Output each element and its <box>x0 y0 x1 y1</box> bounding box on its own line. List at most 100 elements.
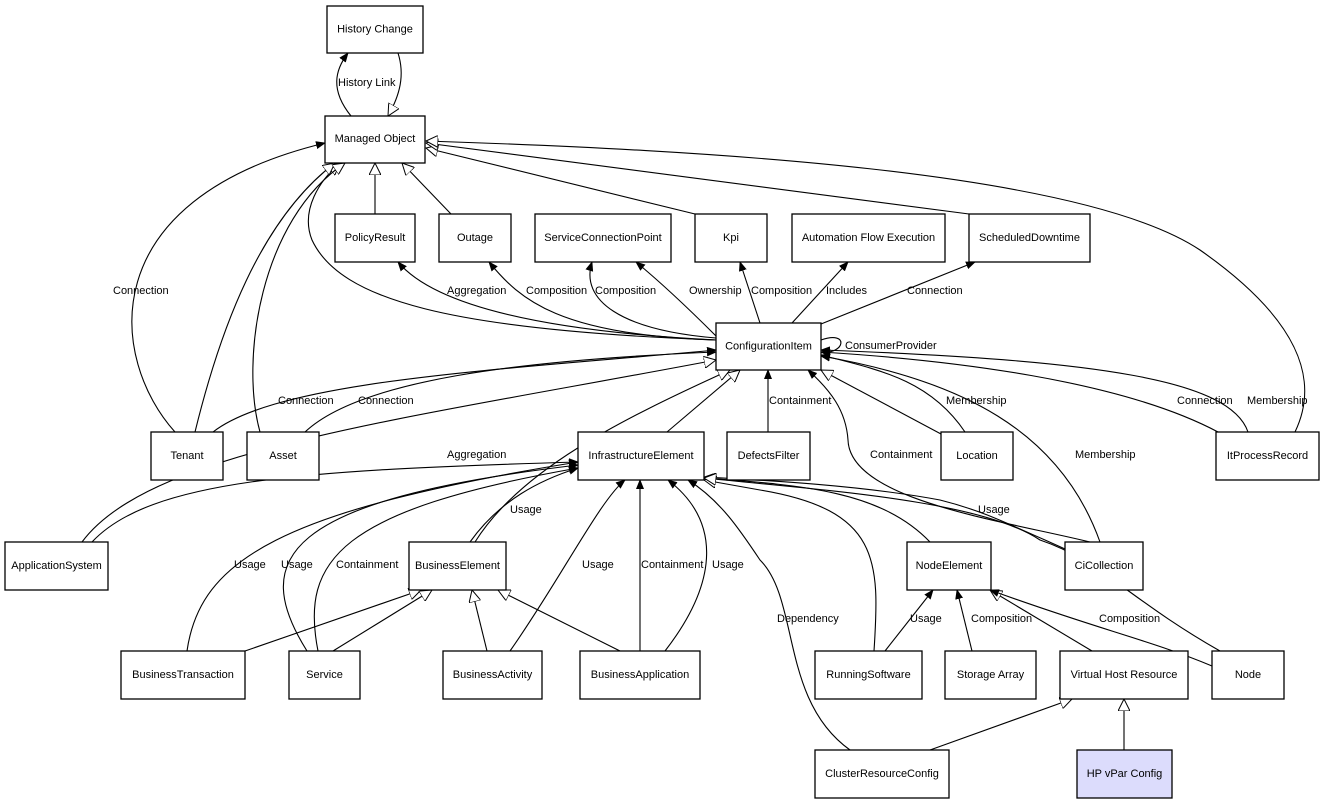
node-label: HP vPar Config <box>1087 768 1163 780</box>
node-storage-array[interactable]: Storage Array <box>944 650 1037 700</box>
edge-path <box>703 473 1066 550</box>
edge-path <box>426 141 1306 433</box>
edge-label: Containment <box>336 559 398 571</box>
edge-path <box>307 163 717 341</box>
nodes-layer: History Change Managed Object PolicyResu… <box>4 5 1320 799</box>
node-scheduled-downtime[interactable]: ScheduledDowntime <box>968 213 1091 263</box>
node-infrastructure-element[interactable]: InfrastructureElement <box>577 431 705 481</box>
node-label: DefectsFilter <box>738 450 800 462</box>
edge-label: Membership <box>946 395 1007 407</box>
node-outage[interactable]: Outage <box>438 213 512 263</box>
edge-cluster-dependency: Dependency <box>687 479 851 751</box>
edge-label: Containment <box>641 559 703 571</box>
edge-ci-composition-outage: Composition <box>488 261 717 341</box>
edge-ci-connection-sd: Connection <box>820 261 976 325</box>
edge-path <box>807 369 1091 543</box>
edge-label: Usage <box>978 504 1010 516</box>
node-asset[interactable]: Asset <box>246 431 320 481</box>
edge-label: Usage <box>582 559 614 571</box>
edge-appsystem-aggregation: Aggregation <box>91 449 579 543</box>
edge-path <box>244 590 421 652</box>
edge-label: Dependency <box>777 613 839 625</box>
node-business-activity[interactable]: BusinessActivity <box>442 650 543 700</box>
node-virtual-host-resource[interactable]: Virtual Host Resource <box>1059 650 1189 700</box>
node-business-element[interactable]: BusinessElement <box>408 541 507 591</box>
node-hp-vpar-config[interactable]: HP vPar Config <box>1076 749 1173 799</box>
edge-runningsoftware-usage: Usage <box>884 589 942 652</box>
edge-cicollection-membership: Membership <box>820 353 1136 543</box>
edge-service-inherit <box>332 590 432 652</box>
node-service-connection-point[interactable]: ServiceConnectionPoint <box>534 213 672 263</box>
node-label: BusinessElement <box>415 560 500 572</box>
edge-label: Connection <box>1177 395 1233 407</box>
edge-cicollection-containment: Containment <box>807 369 1091 543</box>
edge-scheduleddowntime-inherit <box>426 143 970 215</box>
edge-label: Aggregation <box>447 449 506 461</box>
node-location[interactable]: Location <box>940 431 1014 481</box>
node-application-system[interactable]: ApplicationSystem <box>4 541 109 591</box>
edge-path <box>131 141 326 433</box>
edge-path <box>426 148 696 215</box>
edge-asset-inherit <box>252 163 345 433</box>
node-it-process-record[interactable]: ItProcessRecord <box>1215 431 1320 481</box>
edge-path <box>336 52 352 117</box>
edge-bapp-containment: Containment <box>636 479 703 651</box>
node-ci-collection[interactable]: CiCollection <box>1064 541 1144 591</box>
edge-ci-ownership-scp: Ownership <box>635 261 742 337</box>
edge-path <box>402 163 452 215</box>
node-label: Automation Flow Execution <box>802 232 935 244</box>
edge-nodeelement-inherit <box>704 478 931 543</box>
node-label: CiCollection <box>1075 560 1134 572</box>
node-managed-object[interactable]: Managed Object <box>324 115 426 164</box>
node-node[interactable]: Node <box>1211 650 1285 700</box>
edge-path <box>929 699 1072 751</box>
edge-label: Containment <box>769 395 831 407</box>
edge-path <box>704 478 931 543</box>
edge-label: Usage <box>234 559 266 571</box>
edge-label: Includes <box>826 285 867 297</box>
node-running-software[interactable]: RunningSoftware <box>814 650 923 700</box>
edge-path <box>704 478 1221 652</box>
edge-path <box>955 589 973 652</box>
edge-history-link: History Link <box>336 52 396 117</box>
edge-ci-includes-afe: Includes <box>791 261 867 324</box>
node-history-change[interactable]: History Change <box>326 5 424 54</box>
edge-history-inherit <box>388 52 402 116</box>
edge-label: Usage <box>910 613 942 625</box>
edge-service-containment: Containment <box>313 465 579 652</box>
edge-path <box>509 479 626 652</box>
node-configuration-item[interactable]: ConfigurationItem <box>715 322 822 371</box>
edge-path <box>488 261 717 341</box>
edge-path <box>820 353 966 433</box>
edge-ci-aggregation-policy: Aggregation <box>397 261 717 341</box>
node-service[interactable]: Service <box>288 650 361 700</box>
edge-path <box>212 346 717 433</box>
node-label: NodeElement <box>916 560 983 572</box>
edge-ci-inherit <box>307 163 717 341</box>
node-node-element[interactable]: NodeElement <box>906 541 992 591</box>
node-defects-filter[interactable]: DefectsFilter <box>726 431 811 481</box>
node-label: RunningSoftware <box>826 669 910 681</box>
edge-label: Usage <box>510 504 542 516</box>
edge-infra-inherit <box>666 370 740 433</box>
node-cluster-resource-config[interactable]: ClusterResourceConfig <box>814 749 950 799</box>
edge-itpr-membership: Membership <box>820 346 1308 433</box>
node-business-transaction[interactable]: BusinessTransaction <box>120 650 246 700</box>
edges-layer: History Link Connection Aggregation Comp… <box>81 52 1308 751</box>
edge-path <box>469 466 579 543</box>
edge-label: Ownership <box>689 285 742 297</box>
edge-cicollection-usage: Usage <box>703 473 1066 550</box>
node-tenant[interactable]: Tenant <box>150 431 224 481</box>
node-policy-result[interactable]: PolicyResult <box>334 213 416 263</box>
node-kpi[interactable]: Kpi <box>694 213 768 263</box>
edge-label: Usage <box>281 559 313 571</box>
node-automation-flow-execution[interactable]: Automation Flow Execution <box>791 213 946 263</box>
edge-itprocessrecord-inherit <box>426 141 1306 433</box>
edge-path <box>498 590 621 652</box>
node-label: ConfigurationItem <box>725 340 812 352</box>
edge-label: Connection <box>113 285 169 297</box>
node-label: ItProcessRecord <box>1227 450 1308 462</box>
edge-bapp-usage: Usage <box>664 479 744 652</box>
node-label: Service <box>306 669 343 681</box>
node-business-application[interactable]: BusinessApplication <box>579 650 701 700</box>
